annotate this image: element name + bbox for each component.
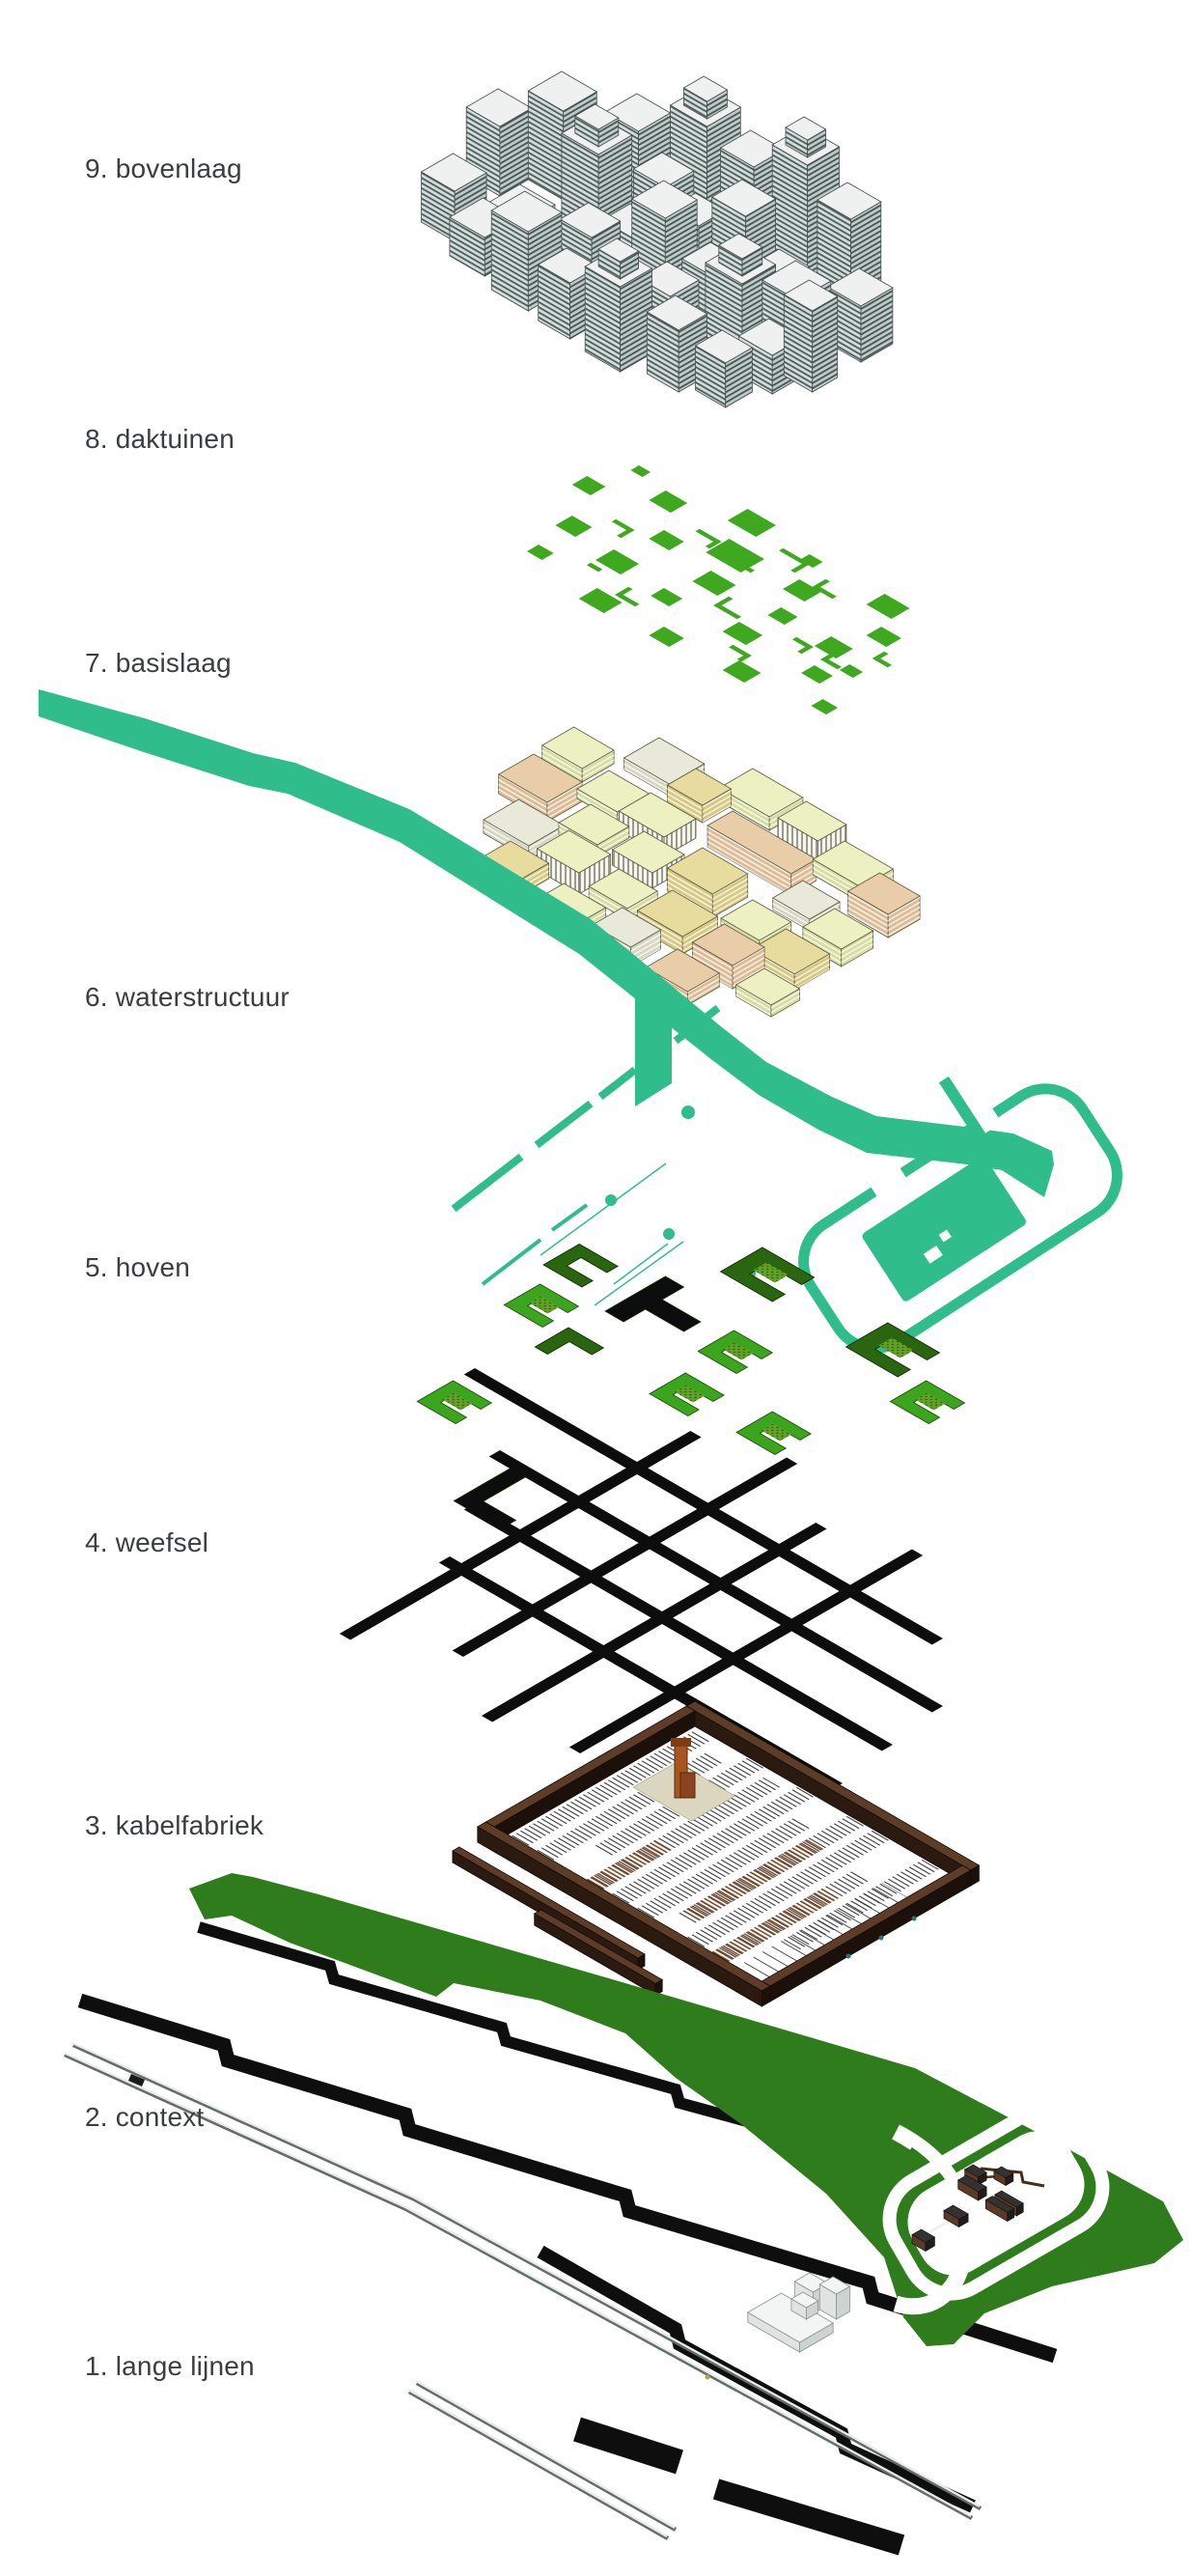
layer-illustration-bovenlaag bbox=[420, 70, 894, 408]
layer-illustration-daktuinen bbox=[526, 465, 910, 714]
layer-illustration-lange-lijnen bbox=[63, 2041, 983, 2540]
layer-illustration-context bbox=[77, 1873, 1183, 2556]
layer-label-lange-lijnen: 1. lange lijnen bbox=[85, 2351, 255, 2381]
layer-illustration-basislaag bbox=[479, 726, 921, 1018]
layer-illustration-kabelfabriek bbox=[452, 1700, 981, 2007]
layer-label-weefsel: 4. weefsel bbox=[85, 1527, 209, 1557]
layer-label-context: 2. context bbox=[85, 2102, 205, 2132]
layer-illustration-hoven bbox=[416, 1244, 966, 1529]
layer-label-basislaag: 7. basislaag bbox=[85, 648, 232, 678]
layer-label-kabelfabriek: 3. kabelfabriek bbox=[85, 1810, 264, 1840]
layer-label-waterstructuur: 6. waterstructuur bbox=[85, 982, 290, 1012]
layer-illustration-waterstructuur bbox=[39, 689, 1122, 1354]
layer-label-hoven: 5. hoven bbox=[85, 1252, 191, 1282]
layer-label-daktuinen: 8. daktuinen bbox=[85, 424, 235, 454]
layer-label-bovenlaag: 9. bovenlaag bbox=[85, 154, 242, 183]
